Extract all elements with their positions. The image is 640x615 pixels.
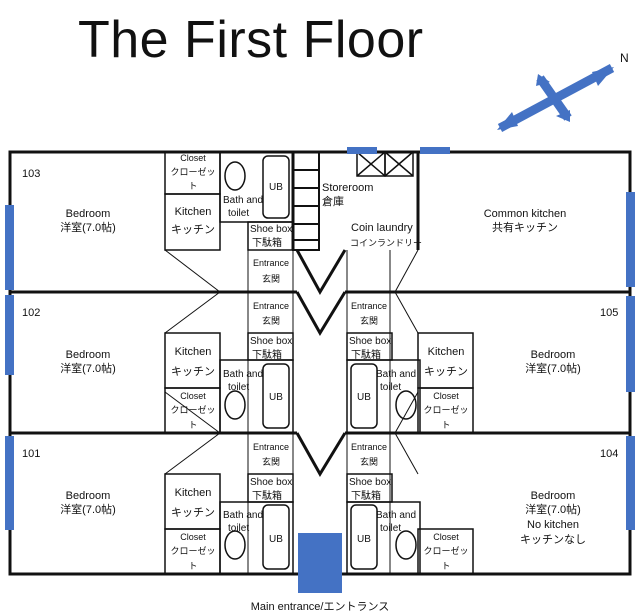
compass-arrow-icon bbox=[497, 64, 615, 132]
room-102-kitchen-jp: キッチン bbox=[171, 365, 215, 378]
room-101-bedroom-label: Bedroom bbox=[66, 490, 111, 502]
windows bbox=[5, 147, 635, 593]
room-104-shoebox-label: Shoe box bbox=[349, 477, 391, 488]
room-105-shoebox-jp: 下駄箱 bbox=[351, 348, 381, 361]
room-103-ub-label: UB bbox=[269, 182, 283, 193]
room-101-number: 101 bbox=[22, 448, 40, 460]
coin-laundry-jp-label: コインランドリー bbox=[350, 238, 422, 248]
main-entrance-label: Main entrance/エントランス bbox=[251, 601, 390, 613]
room-103-closet-label: Closet bbox=[180, 153, 206, 163]
room-103-shoebox-jp: 下駄箱 bbox=[252, 236, 282, 249]
room-105-kitchen-jp: キッチン bbox=[424, 365, 468, 378]
room-103-bath-label: Bath and bbox=[223, 195, 263, 206]
room-102-closet-label: Closet bbox=[180, 391, 206, 401]
unit-fixtures bbox=[164, 151, 474, 575]
room-101-entrance-label: Entrance bbox=[253, 442, 289, 452]
room-103-kitchen-jp: キッチン bbox=[171, 223, 215, 236]
room-102-bath-label: Bath and bbox=[223, 369, 263, 380]
bath-fixtures bbox=[224, 155, 417, 570]
room-102-entrance-label: Entrance bbox=[253, 301, 289, 311]
room-101-ub-label: UB bbox=[269, 534, 283, 545]
room-101-closet-jp1: クローゼッ bbox=[170, 545, 215, 556]
room-102-shoebox-jp: 下駄箱 bbox=[252, 348, 282, 361]
room-105-entrance-label: Entrance bbox=[351, 301, 387, 311]
room-105-bedroom-label: Bedroom bbox=[531, 349, 576, 361]
room-101-closet-jp2: ト bbox=[188, 561, 197, 571]
room-101-shoebox-label: Shoe box bbox=[250, 477, 292, 488]
room-105-closet-label: Closet bbox=[433, 391, 459, 401]
room-103-entrance-label: Entrance bbox=[253, 258, 289, 268]
room-105-ub-label: UB bbox=[357, 392, 371, 403]
room-105-entrance-jp: 玄関 bbox=[360, 315, 378, 326]
room-104-bedroom-jp-label: 洋室(7.0帖) bbox=[525, 502, 581, 516]
room-101-bedroom-jp-label: 洋室(7.0帖) bbox=[60, 502, 116, 516]
room-101-entrance-jp: 玄関 bbox=[262, 456, 280, 467]
room-104-closet-jp1: クローゼッ bbox=[423, 545, 468, 556]
page-title: The First Floor bbox=[78, 11, 424, 69]
room-104-closet-label: Closet bbox=[433, 532, 459, 542]
room-104-number: 104 bbox=[600, 448, 618, 460]
room-105-toilet-label: toilet bbox=[380, 382, 401, 393]
room-104-no-kitchen-jp: キッチンなし bbox=[520, 533, 586, 546]
room-101-bath-label: Bath and bbox=[223, 510, 263, 521]
laundry-machines bbox=[356, 151, 414, 177]
room-101-toilet-label: toilet bbox=[228, 523, 249, 534]
room-103-entrance-jp: 玄関 bbox=[262, 273, 280, 284]
room-103-number: 103 bbox=[22, 168, 40, 180]
room-101-shoebox-jp: 下駄箱 bbox=[252, 489, 282, 502]
room-103-shoebox-label: Shoe box bbox=[250, 224, 292, 235]
room-105-closet-jp2: ト bbox=[441, 420, 450, 430]
room-104-no-kitchen-label: No kitchen bbox=[527, 519, 579, 531]
room-104-shoebox-jp: 下駄箱 bbox=[351, 489, 381, 502]
room-104-entrance-jp: 玄関 bbox=[360, 456, 378, 467]
room-102-toilet-label: toilet bbox=[228, 382, 249, 393]
room-105-bath-label: Bath and bbox=[376, 369, 416, 380]
room-102-entrance-jp: 玄関 bbox=[262, 315, 280, 326]
storeroom-jp-label: 倉庫 bbox=[322, 194, 344, 208]
room-103-toilet-label: toilet bbox=[228, 208, 249, 219]
room-102-bedroom-label: Bedroom bbox=[66, 349, 111, 361]
room-104-bath-label: Bath and bbox=[376, 510, 416, 521]
room-102-closet-jp1: クローゼッ bbox=[170, 404, 215, 415]
room-103-bedroom-jp-label: 洋室(7.0帖) bbox=[60, 220, 116, 234]
room-104-closet-jp2: ト bbox=[441, 561, 450, 571]
room-102-shoebox-label: Shoe box bbox=[250, 336, 292, 347]
storeroom-label: Storeroom bbox=[322, 182, 373, 194]
room-104-bedroom-label: Bedroom bbox=[531, 490, 576, 502]
room-102-kitchen-label: Kitchen bbox=[175, 346, 212, 358]
room-101-kitchen-label: Kitchen bbox=[175, 487, 212, 499]
room-105-number: 105 bbox=[600, 307, 618, 319]
room-104-entrance-label: Entrance bbox=[351, 442, 387, 452]
coin-laundry-label: Coin laundry bbox=[351, 222, 413, 234]
room-104-ub-label: UB bbox=[357, 534, 371, 545]
room-101-closet-label: Closet bbox=[180, 532, 206, 542]
room-105-closet-jp1: クローゼッ bbox=[423, 404, 468, 415]
room-103-closet-jp2: ト bbox=[188, 181, 197, 191]
room-105-bedroom-jp-label: 洋室(7.0帖) bbox=[525, 361, 581, 375]
room-103-closet-jp1: クローゼッ bbox=[170, 166, 215, 177]
room-104-toilet-label: toilet bbox=[380, 523, 401, 534]
room-105-shoebox-label: Shoe box bbox=[349, 336, 391, 347]
compass-north-label: N bbox=[620, 51, 629, 65]
room-103-bedroom-label: Bedroom bbox=[66, 208, 111, 220]
room-102-closet-jp2: ト bbox=[188, 420, 197, 430]
room-102-bedroom-jp-label: 洋室(7.0帖) bbox=[60, 361, 116, 375]
room-102-ub-label: UB bbox=[269, 392, 283, 403]
stairs bbox=[292, 151, 320, 251]
room-102-number: 102 bbox=[22, 307, 40, 319]
room-101-kitchen-jp: キッチン bbox=[171, 506, 215, 519]
common-kitchen-label: Common kitchen bbox=[484, 208, 567, 220]
common-kitchen-jp-label: 共有キッチン bbox=[492, 220, 558, 234]
room-103-kitchen-label: Kitchen bbox=[175, 206, 212, 218]
room-105-kitchen-label: Kitchen bbox=[428, 346, 465, 358]
